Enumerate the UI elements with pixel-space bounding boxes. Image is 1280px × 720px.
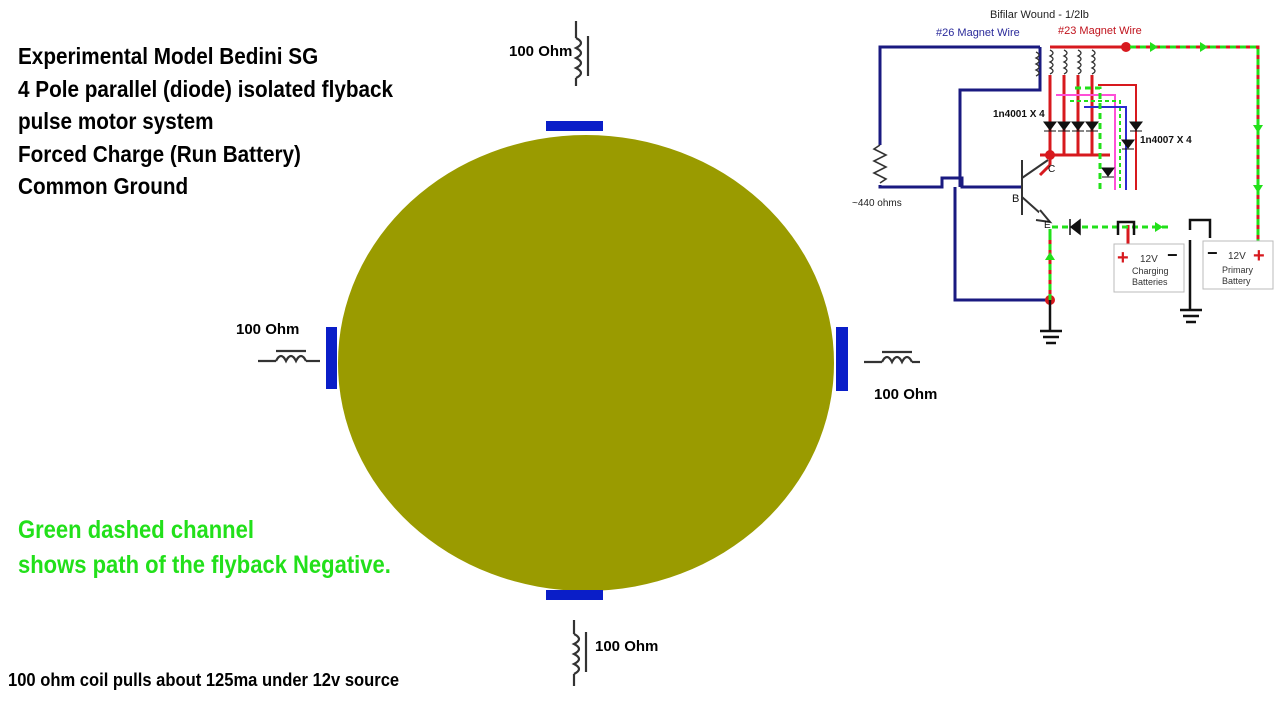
coil-right-icon [864,350,920,365]
resistor-label: ~440 ohms [852,198,902,209]
wire23-label: #23 Magnet Wire [1058,25,1142,37]
charging-label-2: Batteries [1132,277,1168,287]
coil-left-icon [258,349,320,364]
charging-battery [1113,243,1185,293]
charging-label-1: Charging [1132,266,1169,276]
magnet-left [326,327,337,389]
coil-label-top: 100 Ohm [509,43,573,60]
rotor-disc [338,135,834,591]
primary-label-1: Primary [1222,265,1253,275]
note-line: shows path of the flyback Negative. [18,551,391,579]
title-line: Experimental Model Bedini SG [18,43,319,69]
coil-label-right: 100 Ohm [874,386,938,403]
ground-icon [1040,308,1202,345]
bifilar-coils [1034,49,1096,77]
primary-battery [1202,240,1274,290]
charging-volt: 12V [1140,254,1158,265]
coil-label-left: 100 Ohm [236,321,300,338]
wire26-label: #26 Magnet Wire [936,27,1020,39]
diode-array [1043,121,1143,178]
magnet-right [836,327,848,391]
diode-label-a: 1n4001 X 4 [993,109,1045,120]
coil-label-bottom: 100 Ohm [595,638,659,655]
charging-plus: + [1117,247,1129,269]
title-block: Experimental Model Bedini SG 4 Pole para… [18,40,393,203]
coil-top-icon [573,21,590,86]
pin-c: C [1048,164,1055,175]
red-junction [1045,150,1055,160]
magnet-top [546,121,603,131]
ground-wires [1048,218,1212,330]
title-line: Forced Charge (Run Battery) [18,140,301,167]
blue-wire-path [878,45,1050,302]
flyback-note: Green dashed channel shows path of the f… [18,513,391,583]
pin-b: B [1012,193,1019,205]
title-line: Common Ground [18,173,189,199]
charging-minus: − [1167,245,1178,265]
schematic-header: Bifilar Wound - 1/2lb [990,9,1089,21]
note-line: Green dashed channel [18,516,254,544]
red-junction [1121,42,1131,52]
flyback-path [1048,45,1260,300]
footer-note: 100 ohm coil pulls about 125ma under 12v… [8,670,400,690]
primary-plus: + [1253,245,1265,267]
resistor-icon [872,144,888,184]
pin-e: E [1044,220,1051,231]
emitter-diode [1069,218,1081,236]
transistor-icon [1021,159,1053,224]
primary-minus: − [1207,243,1218,263]
primary-label-2: Battery [1222,276,1251,286]
diode-label-b: 1n4007 X 4 [1140,135,1192,146]
magnet-bottom [546,590,603,600]
coil-bottom-icon [571,620,588,686]
diode-bus-wires [1056,84,1137,190]
title-line: 4 Pole parallel (diode) isolated flyback [18,75,394,102]
flow-arrows [1045,42,1263,260]
primary-volt: 12V [1228,251,1246,262]
title-line: pulse motor system [18,108,214,134]
